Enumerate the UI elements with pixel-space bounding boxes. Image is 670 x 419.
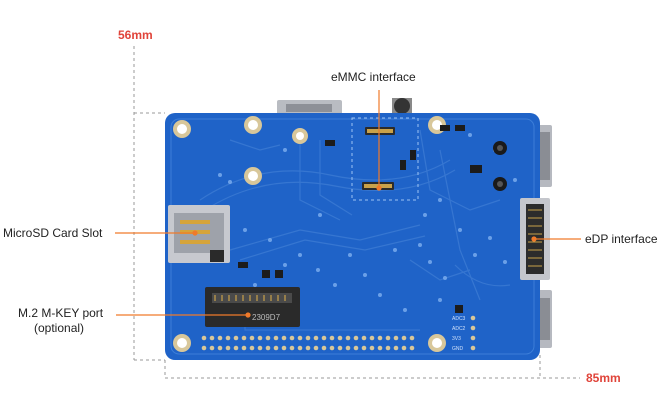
mounting-holes (173, 116, 446, 352)
m2-port-label: M.2 M-KEY port (18, 306, 104, 320)
height-dimension-label: 56mm (118, 28, 153, 42)
gpio-header (201, 335, 415, 351)
m2-port-optional-label: (optional) (34, 321, 85, 335)
emmc-interface-label: eMMC interface (331, 70, 416, 84)
m2-silkscreen: 2309D7 (252, 313, 281, 322)
width-dimension-label: 85mm (586, 371, 621, 385)
header-label-3v3: 3V3 (452, 336, 461, 342)
header-label-adc3: ADC3 (452, 316, 466, 322)
microsd-card-slot-label: MicroSD Card Slot (3, 226, 103, 240)
edp-interface-label: eDP interface (585, 232, 658, 246)
header-label-gnd: GND (452, 346, 464, 352)
header-label-adc2: ADC2 (452, 326, 466, 332)
